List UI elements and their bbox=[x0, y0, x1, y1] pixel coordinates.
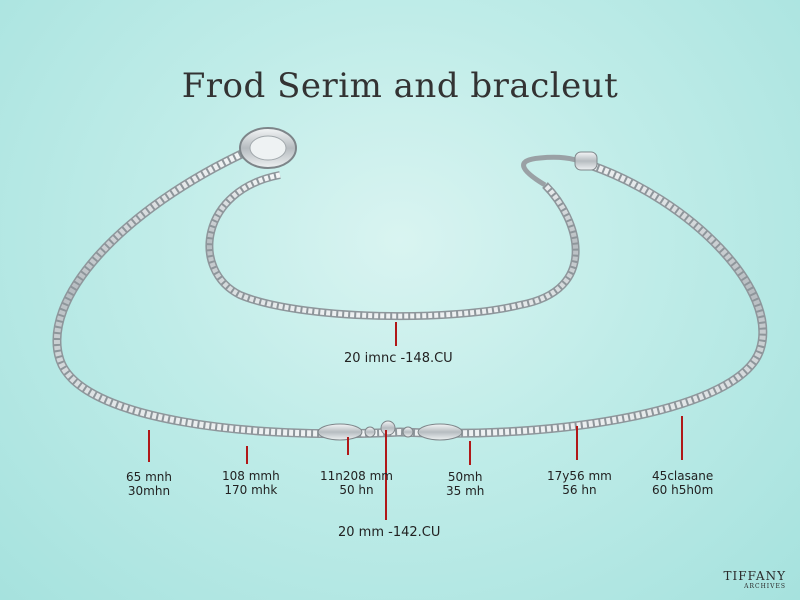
necklace-measure-label: 20 mm -142.CU bbox=[338, 525, 441, 540]
marker-6 bbox=[681, 416, 683, 460]
marker-2 bbox=[246, 446, 248, 464]
bracelet-measure-label: 20 imnc -148.CU bbox=[344, 351, 453, 366]
image-title: Frod Serim and bracleut bbox=[181, 66, 619, 106]
marker-bracelet bbox=[395, 322, 397, 346]
necklace-chain bbox=[52, 145, 768, 439]
marker-4 bbox=[469, 441, 471, 465]
marker-1 bbox=[148, 430, 150, 462]
center-ornament bbox=[317, 420, 463, 441]
marker-5 bbox=[576, 426, 578, 460]
bracelet-chain bbox=[205, 171, 580, 321]
marker-center bbox=[385, 430, 387, 520]
marker-3 bbox=[347, 437, 349, 455]
brand-logo: TIFFANY ARCHIVES bbox=[723, 569, 786, 590]
